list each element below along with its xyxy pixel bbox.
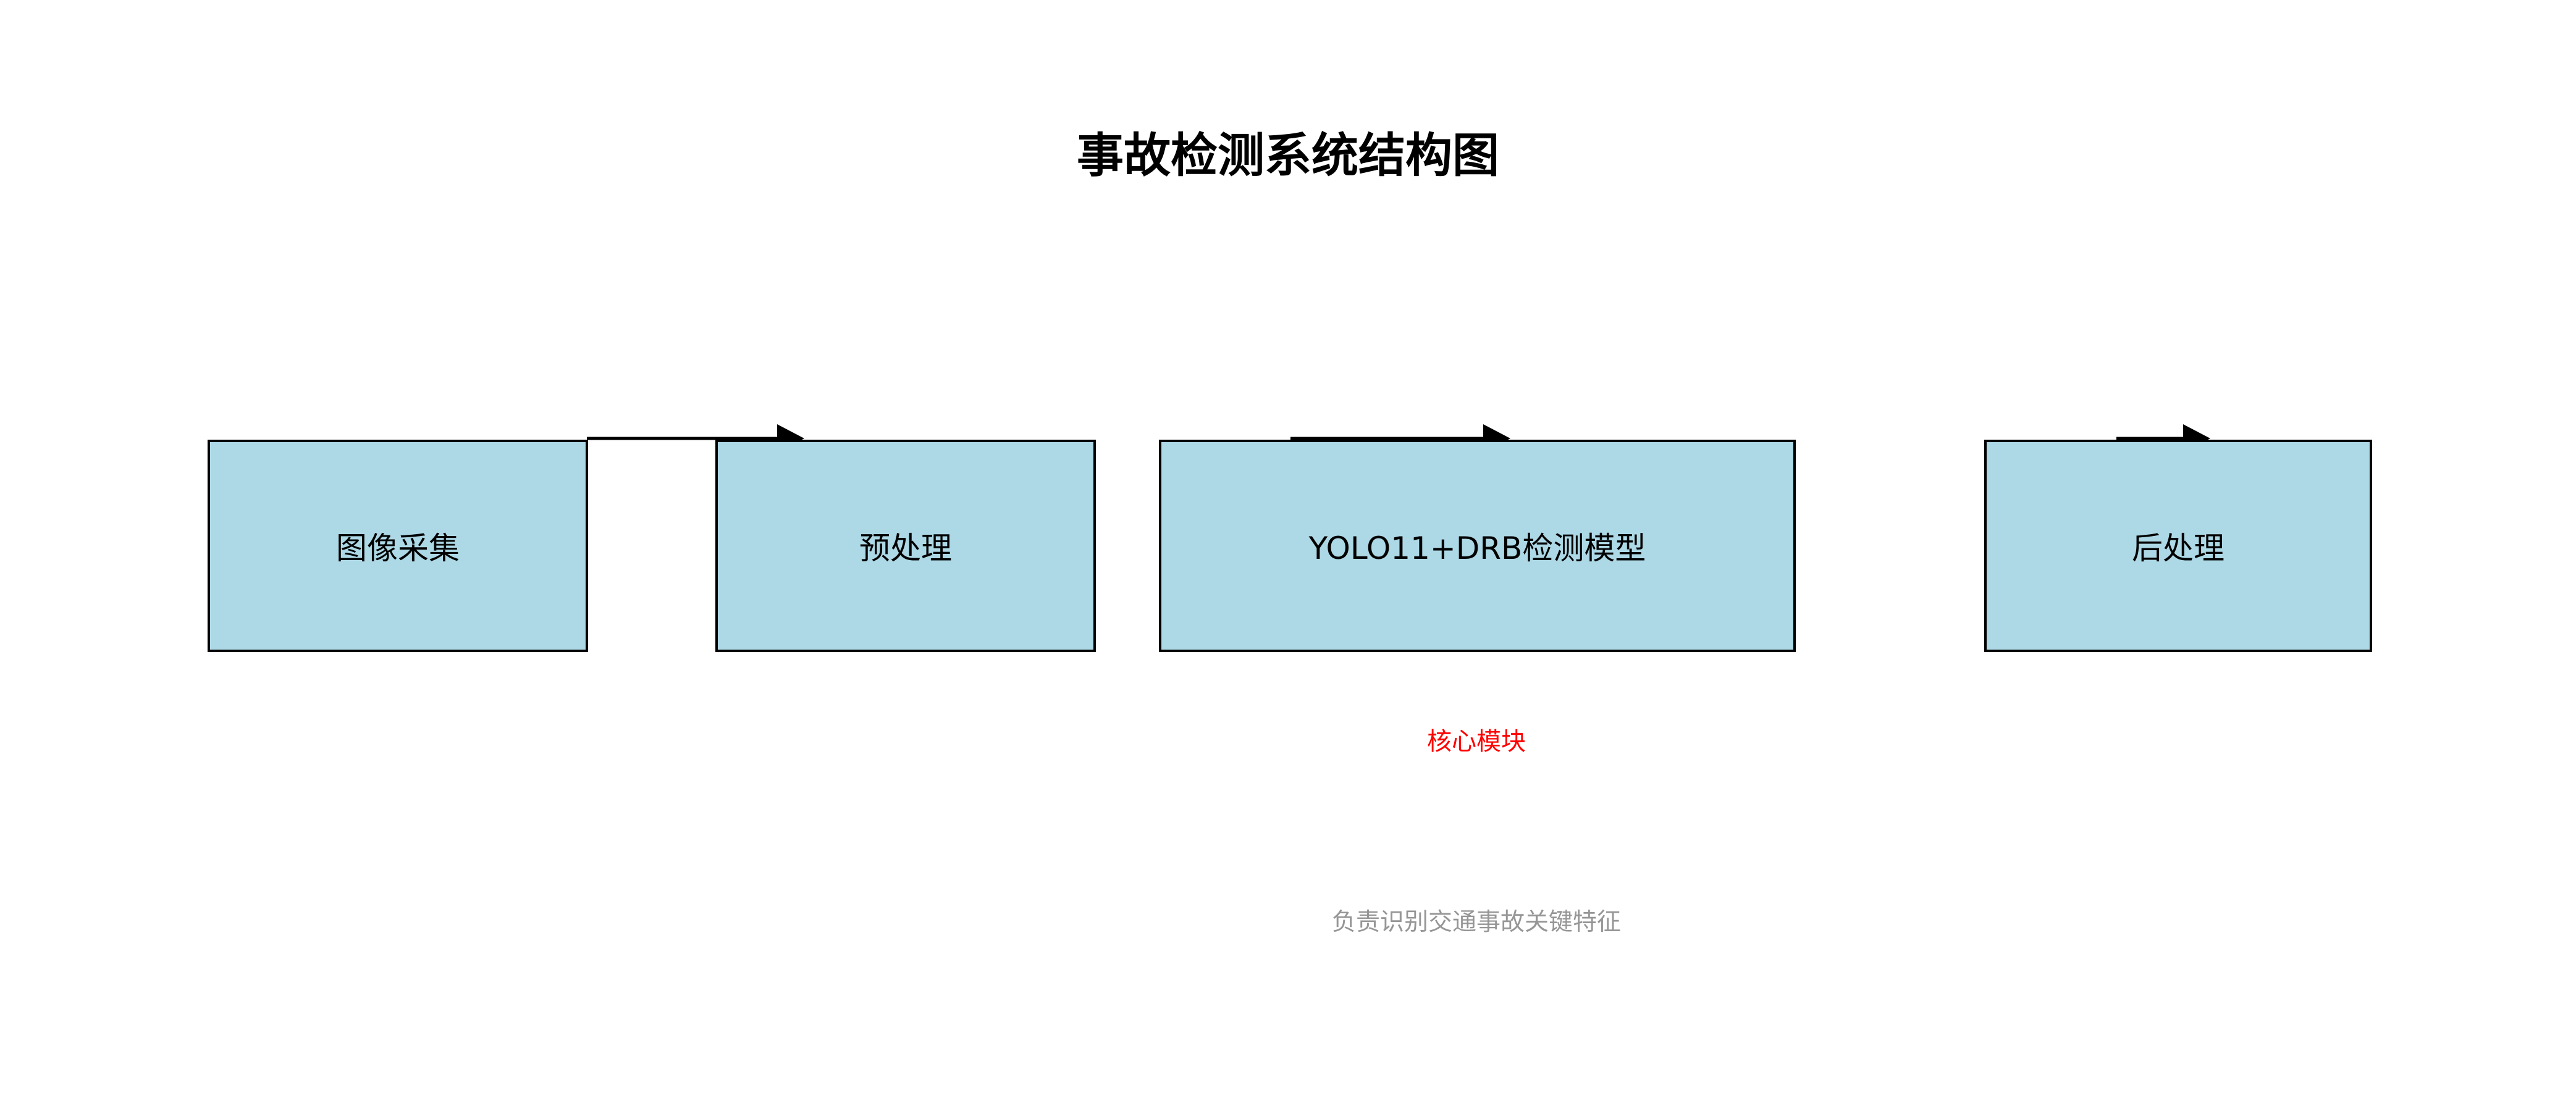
diagram-title: 事故检测系统结构图	[1077, 128, 1499, 183]
box-label-detection-model: YOLO11+DRB检测模型	[1308, 530, 1646, 566]
flow-box-image-capture: 图像采集	[208, 440, 588, 652]
box-label-preprocessing: 预处理	[859, 530, 952, 566]
box-label-postprocessing: 后处理	[2132, 530, 2225, 566]
core-module-annotation: 核心模块	[1427, 727, 1526, 756]
description-annotation: 负责识别交通事故关键特征	[1331, 908, 1622, 936]
flow-box-preprocessing: 预处理	[715, 440, 1096, 652]
box-label-image-capture: 图像采集	[336, 530, 460, 566]
flow-box-postprocessing: 后处理	[1984, 440, 2372, 652]
flow-box-detection-model: YOLO11+DRB检测模型	[1159, 440, 1796, 652]
